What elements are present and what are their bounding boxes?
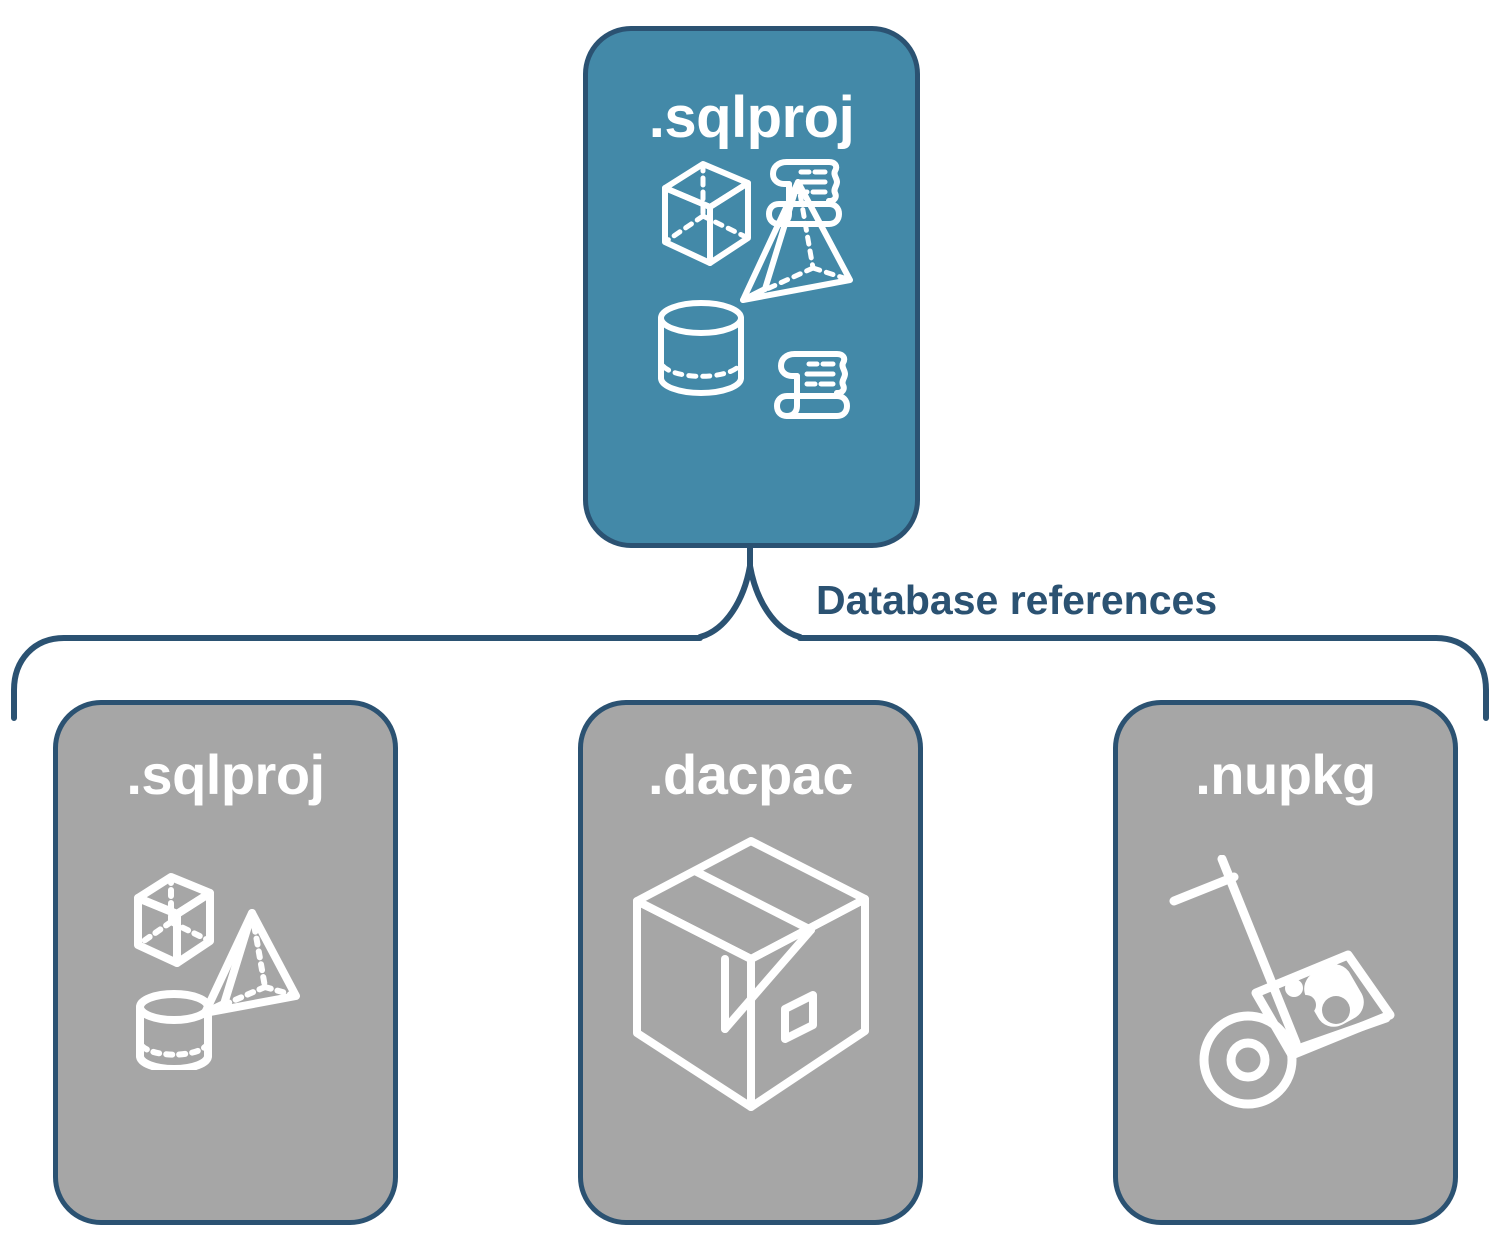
package-box-icon [633,837,869,1111]
card-title-root-sqlproj: .sqlproj [648,85,855,150]
scroll-icon [774,351,850,419]
cube-icon [662,161,751,266]
brace-label-database-references: Database references [816,577,1218,623]
card-title-reference-dacpac: .dacpac [647,743,854,806]
root-icon-group [655,150,855,420]
cylinder-icon [658,300,744,396]
reference-dacpac-icon-group [633,835,873,1115]
reference-nupkg-icon-group [1168,855,1418,1110]
card-title-reference-nupkg: .nupkg [1195,743,1376,806]
card-title-reference-sqlproj: .sqlproj [126,743,325,806]
pyramid-icon [201,909,300,1017]
cube-icon [134,873,214,967]
reference-sqlproj-icon-group [130,865,340,1070]
pyramid-icon [740,179,853,303]
scroll-icon [766,159,842,227]
card-root-sqlproj[interactable]: .sqlproj [583,26,920,548]
card-reference-nupkg[interactable]: .nupkg [1113,700,1458,1225]
cylinder-icon [136,990,212,1070]
nuget-package-icon [1251,950,1395,1060]
